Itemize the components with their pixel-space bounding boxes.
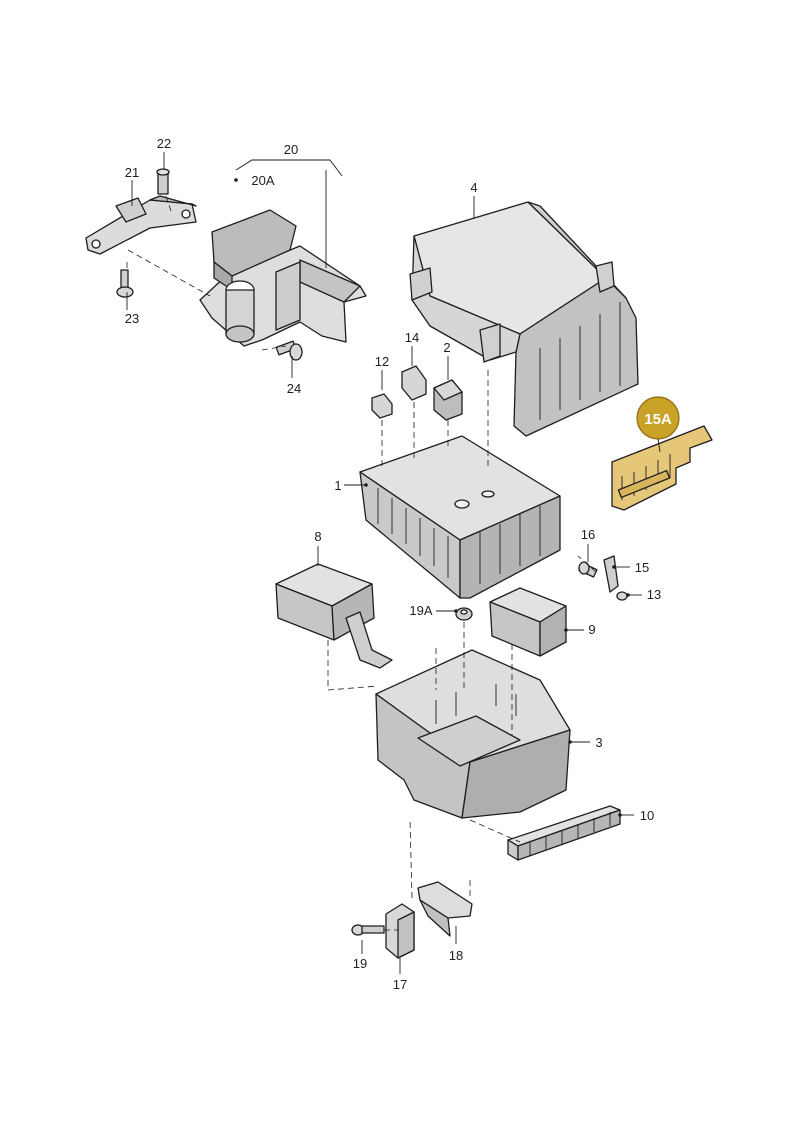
callout-15a-badge: 15A [636, 396, 680, 453]
cover-part-9 [489, 587, 567, 657]
nut-part-19a [455, 607, 473, 621]
label-12: 12 [375, 354, 389, 369]
fuse-part-12 [371, 393, 393, 419]
label-10: 10 [640, 808, 654, 823]
bolt-part-16 [578, 561, 598, 578]
label-22: 22 [157, 136, 171, 151]
relay-part-2 [433, 379, 463, 421]
label-14: 14 [405, 330, 419, 345]
label-17: 17 [393, 977, 407, 992]
label-9: 9 [588, 622, 595, 637]
bracket-part-21 [85, 195, 197, 255]
part-labels: 22 21 20 20A 23 24 4 14 2 12 1 16 15 13 … [125, 136, 661, 992]
label-1: 1 [334, 478, 341, 493]
label-18: 18 [449, 948, 463, 963]
label-15: 15 [635, 560, 649, 575]
label-23: 23 [125, 311, 139, 326]
bolt-part-22 [156, 168, 170, 195]
label-21: 21 [125, 165, 139, 180]
screw-part-24 [275, 340, 303, 361]
label-15a: 15A [644, 411, 672, 428]
label-20: 20 [284, 142, 298, 157]
nut-part-13 [616, 591, 628, 601]
screw-part-23 [116, 269, 134, 298]
label-3: 3 [595, 735, 602, 750]
label-4: 4 [470, 180, 477, 195]
bracket-part-18 [417, 881, 473, 937]
label-24: 24 [287, 381, 301, 396]
holder-part-20 [199, 209, 367, 347]
assembly-lines [126, 195, 597, 931]
label-2: 2 [443, 340, 450, 355]
cover-part-4 [409, 201, 639, 437]
leader-dots [234, 178, 630, 817]
label-leaders [126, 152, 642, 974]
label-19a: 19A [409, 603, 432, 618]
label-16: 16 [581, 527, 595, 542]
label-8: 8 [314, 529, 321, 544]
label-19: 19 [353, 956, 367, 971]
fuse-part-14 [401, 365, 427, 401]
terminal-strip-part-10 [507, 805, 621, 861]
fuse-box-part-1 [359, 435, 561, 599]
terminal-part-15 [603, 555, 619, 593]
label-13: 13 [647, 587, 661, 602]
label-20a: 20A [251, 173, 274, 188]
bracket-part-17 [385, 903, 415, 959]
screw-part-19 [351, 924, 385, 936]
cover-part-8 [275, 563, 393, 669]
tray-part-3 [375, 649, 571, 819]
fuse-strip-part-15a [611, 425, 713, 511]
